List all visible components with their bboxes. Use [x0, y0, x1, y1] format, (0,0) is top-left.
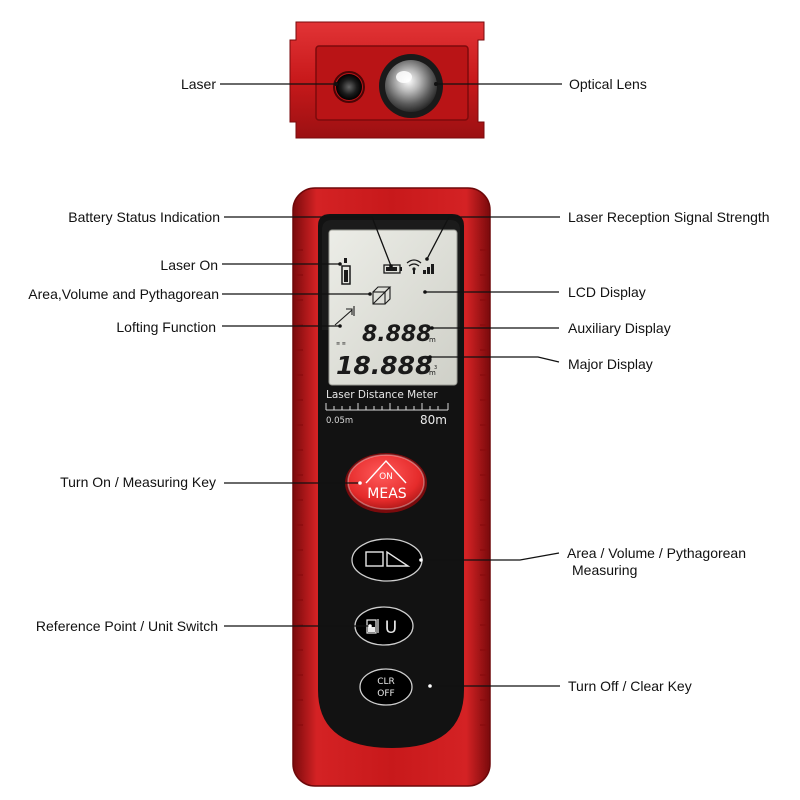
area-key[interactable] — [351, 538, 423, 582]
dot-lofting — [338, 324, 342, 328]
major-display-value: 18.888 — [336, 351, 432, 380]
off-key-label: OFF — [377, 689, 394, 699]
line-area-key — [421, 552, 560, 561]
aux-display-value: 8.888 — [362, 322, 432, 347]
label-laser: Laser — [180, 76, 216, 92]
line-major — [430, 356, 560, 363]
label-optical-lens: Optical Lens — [569, 76, 647, 92]
device: ≡ ≡ 8.888 m 18.888 m 3 Laser Distance Me… — [292, 187, 491, 787]
label-lcd-display: LCD Display — [568, 284, 646, 300]
lcd-faint-digits: ≡ ≡ — [336, 341, 346, 347]
aux-display-unit: m — [429, 336, 436, 344]
dot-optical-lens — [434, 82, 438, 86]
triangle-icon — [386, 550, 411, 567]
grip-right — [480, 249, 487, 726]
unit-key-glyph: U — [385, 618, 397, 638]
dot-turn-off — [428, 684, 432, 688]
dot-battery — [389, 264, 393, 268]
top-view — [289, 21, 485, 139]
dot-area-volume — [368, 292, 372, 296]
rectangle-icon — [365, 551, 384, 567]
signal-strength-icon — [406, 259, 434, 274]
line-signal — [426, 216, 560, 260]
label-laser-on: Laser On — [160, 257, 218, 273]
label-area-measuring-2: Measuring — [572, 562, 638, 578]
dot-aux — [430, 326, 434, 330]
label-area-volume: Area,Volume and Pythagorean — [28, 286, 219, 302]
clr-off-key[interactable]: CLR OFF — [359, 668, 413, 706]
meas-key-bottom: MEAS — [367, 486, 407, 502]
dot-lcd — [423, 290, 427, 294]
meas-key-top: ON — [379, 472, 393, 482]
lens-highlight — [396, 71, 412, 83]
band-title: Laser Distance Meter — [326, 389, 438, 401]
lofting-icon — [334, 306, 355, 326]
label-major-display: Major Display — [568, 356, 653, 372]
meas-button[interactable]: ON MEAS — [345, 453, 427, 513]
clr-key-label: CLR — [377, 677, 395, 687]
label-lofting: Lofting Function — [116, 319, 216, 335]
optical-lens — [385, 60, 437, 112]
label-turn-off-clear: Turn Off / Clear Key — [568, 678, 692, 694]
dot-laser-on — [338, 262, 342, 266]
meas-triangle-icon — [365, 459, 407, 484]
label-auxiliary-display: Auxiliary Display — [568, 320, 671, 336]
dot-signal — [425, 257, 429, 261]
area-volume-icon — [372, 286, 392, 305]
range-max: 80m — [420, 413, 447, 427]
major-display-unit: m — [429, 369, 436, 377]
scale-ticks — [325, 403, 449, 410]
lcd-screen — [328, 229, 458, 386]
label-ref-unit-switch: Reference Point / Unit Switch — [35, 618, 218, 634]
label-turn-on-key: Turn On / Measuring Key — [60, 474, 216, 490]
major-display-exponent: 3 — [434, 365, 437, 371]
callout-lines — [220, 83, 562, 687]
line-battery — [224, 216, 392, 267]
dot-ref-unit — [368, 624, 372, 628]
grip-left — [296, 249, 303, 726]
label-signal-strength: Laser Reception Signal Strength — [568, 209, 770, 225]
label-area-measuring-1: Area / Volume / Pythagorean — [567, 545, 746, 561]
dot-major — [428, 355, 432, 359]
laser-on-icon — [341, 258, 351, 285]
dot-laser — [334, 82, 338, 86]
dot-area-key — [419, 558, 423, 562]
laser-emitter — [336, 74, 362, 100]
dot-turn-on — [358, 481, 362, 485]
label-battery-status: Battery Status Indication — [68, 209, 220, 225]
range-min: 0.05m — [326, 416, 353, 426]
laser-emitter-ring — [333, 71, 365, 103]
